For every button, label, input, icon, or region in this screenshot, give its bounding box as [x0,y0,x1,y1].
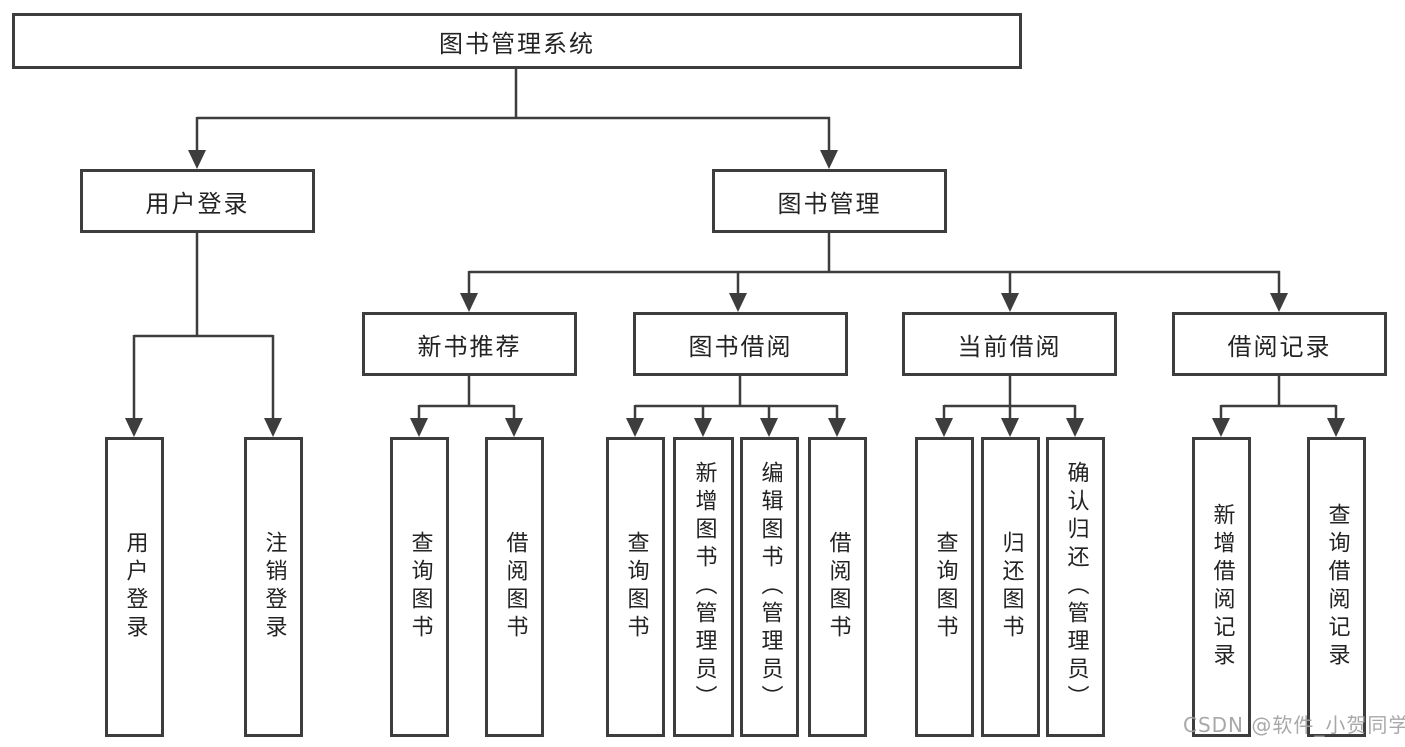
node-borrow-records: 借阅记录 [1172,312,1387,376]
node-new-book-recommend: 新书推荐 [362,312,577,376]
connector-bookmgmt-to-level3 [467,233,1281,296]
leaf-query-books-current: 查询图书 [915,437,974,737]
connector-userlogin-to-leaves [132,233,275,420]
connector-newbook-to-leaves [417,376,516,420]
connector-root-to-level2 [195,68,831,152]
arrowheads [125,150,1345,437]
csdn-watermark: CSDN @软件_小贺同学 [1183,713,1405,737]
connector-records-to-leaves [1219,376,1338,420]
leaf-borrow-books: 借阅图书 [808,437,867,737]
leaf-edit-book-admin: 编辑图书（管理员） [740,437,799,737]
connector-current-to-leaves [942,376,1077,420]
leaf-query-books-recommend: 查询图书 [390,437,449,737]
leaf-add-book-admin: 新增图书（管理员） [673,437,734,737]
leaf-query-books-borrow: 查询图书 [606,437,665,737]
leaf-borrow-books-recommend: 借阅图书 [485,437,544,737]
node-current-borrow: 当前借阅 [902,312,1117,376]
leaf-return-book: 归还图书 [981,437,1040,737]
node-system-root: 图书管理系统 [12,13,1022,69]
connector-borrow-to-leaves [633,376,839,420]
node-book-management: 图书管理 [712,169,947,233]
leaf-logout: 注销登录 [244,437,303,737]
node-user-login: 用户登录 [80,169,315,233]
leaf-add-borrow-record: 新增借阅记录 [1192,437,1251,737]
leaf-query-borrow-record: 查询借阅记录 [1307,437,1366,737]
leaf-user-login: 用户登录 [105,437,164,737]
leaf-confirm-return-admin: 确认归还（管理员） [1046,437,1105,737]
node-book-borrow: 图书借阅 [633,312,848,376]
